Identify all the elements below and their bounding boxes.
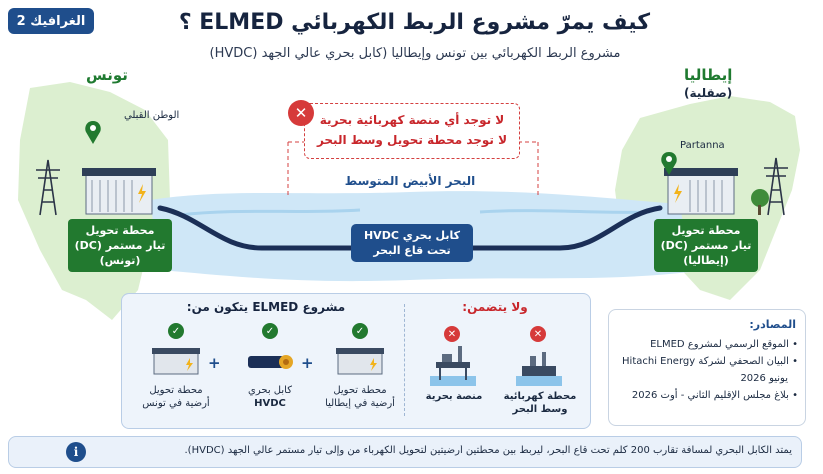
page-title: كيف يمرّ مشروع الربط الكهربائي ELMED ؟ xyxy=(178,10,650,35)
tunisia-place-label: الوطن القبلي xyxy=(124,110,180,121)
consists-item-line: أرضية في إيطاليا xyxy=(325,398,395,409)
italy-label: إيطاليا xyxy=(684,66,733,84)
footer-text: يمتد الكابل البحري لمسافة تقارب 200 كلم … xyxy=(184,445,793,456)
tunisia-pin-icon xyxy=(85,121,101,144)
sources-box xyxy=(608,309,806,426)
tunisia-label: تونس xyxy=(86,66,128,84)
tunisia-station-line-2: تيار مستمر (DC) xyxy=(74,239,166,252)
composition-panel xyxy=(121,293,591,429)
warning-line-1: لا توجد أي منصة كهربائية بحرية xyxy=(319,113,505,127)
source-text: الموقع الرسمي لمشروع ELMED xyxy=(650,339,789,350)
tunisia-station-line-1: محطة تحويل xyxy=(85,224,155,237)
source-text: البيان الصحفي لشركة Hitachi Energy xyxy=(622,356,789,367)
cable-label-line-1: كابل بحري HVDC xyxy=(363,229,461,242)
left-pylon xyxy=(36,159,60,216)
excludes-item-station: محطة كهربائية وسط البحر xyxy=(500,390,580,416)
italy-station-icon xyxy=(336,348,384,375)
source-text: بلاغ مجلس الإقليم الثاني - أوت 2026 xyxy=(631,390,789,401)
excludes-item-platform: منصة بحرية xyxy=(414,390,494,403)
cable-icon xyxy=(248,355,293,369)
panel-divider xyxy=(404,304,406,416)
italy-station-line-3: (إيطاليا) xyxy=(683,254,729,267)
info-icon: i xyxy=(66,442,86,462)
offshore-power-station-icon xyxy=(516,352,562,386)
source-item: يونيو 2026 xyxy=(614,370,798,387)
excludes-item-line: منصة بحرية xyxy=(425,391,483,402)
consists-item-line: HVDC xyxy=(254,398,286,409)
sources-list: • الموقع الرسمي لمشروع ELMED • البيان ال… xyxy=(614,336,798,404)
check-icon: ✓ xyxy=(352,323,368,339)
page-subtitle: مشروع الربط الكهربائي بين تونس وإيطاليا … xyxy=(209,46,621,61)
right-pylon xyxy=(764,157,788,216)
source-text: يونيو 2026 xyxy=(740,373,788,384)
cable-label: كابل بحري HVDC تحت قاع البحر xyxy=(351,224,473,262)
cable-label-line-2: تحت قاع البحر xyxy=(373,244,451,257)
italy-pin-icon xyxy=(661,152,677,175)
excludes-heading: ولا يتضمن: xyxy=(462,300,528,314)
info-footer xyxy=(8,436,802,468)
source-item: • البيان الصحفي لشركة Hitachi Energy xyxy=(622,356,798,367)
consists-item-line: محطة تحويل xyxy=(333,385,387,396)
offshore-platform-icon xyxy=(430,346,476,386)
consists-item-line: كابل بحري xyxy=(248,385,292,396)
warning-box xyxy=(304,103,520,159)
x-icon: ✕ xyxy=(530,326,546,342)
warning-line-2: لا توجد محطة تحويل وسط البحر xyxy=(316,133,508,147)
partanna-label: Partanna xyxy=(680,140,725,151)
tunisia-station-icon xyxy=(152,348,200,375)
consists-heading: مشروع ELMED يتكون من: xyxy=(186,300,346,314)
x-icon: ✕ xyxy=(444,326,460,342)
italy-station-line-2: تيار مستمر (DC) xyxy=(660,239,752,252)
consists-item-line: أرضية في تونس xyxy=(142,398,210,409)
tunisia-station-line-3: (تونس) xyxy=(99,254,141,267)
sea-label: البحر الأبيض المتوسط xyxy=(344,174,476,188)
plus-sign: + xyxy=(208,354,221,372)
source-item: • بلاغ مجلس الإقليم الثاني - أوت 2026 xyxy=(631,390,798,401)
right-station-building xyxy=(664,168,738,215)
consists-item-italy: محطة تحويل أرضية في إيطاليا xyxy=(320,384,400,410)
italy-station-line-1: محطة تحويل xyxy=(671,224,741,237)
warning-x-icon: ✕ xyxy=(288,100,314,126)
excludes-item-line: وسط البحر xyxy=(512,404,568,415)
italy-station-label: محطة تحويل تيار مستمر (DC) (إيطاليا) xyxy=(654,219,758,272)
sicily-label: (صقلية) xyxy=(684,86,733,100)
sources-heading: المصادر: xyxy=(749,318,796,331)
consists-item-tunisia: محطة تحويل أرضية في تونس xyxy=(136,384,216,410)
source-item: • الموقع الرسمي لمشروع ELMED xyxy=(650,339,798,350)
excludes-item-line: محطة كهربائية xyxy=(503,391,577,402)
consists-item-cable: كابل بحري HVDC xyxy=(230,384,310,410)
tunisia-station-label: محطة تحويل تيار مستمر (DC) (تونس) xyxy=(68,219,172,272)
check-icon: ✓ xyxy=(168,323,184,339)
check-icon: ✓ xyxy=(262,323,278,339)
left-station-building xyxy=(82,168,156,215)
graphic-badge: الغرافيك 2 xyxy=(8,8,94,34)
consists-item-line: محطة تحويل xyxy=(149,385,203,396)
plus-sign: + xyxy=(301,354,314,372)
